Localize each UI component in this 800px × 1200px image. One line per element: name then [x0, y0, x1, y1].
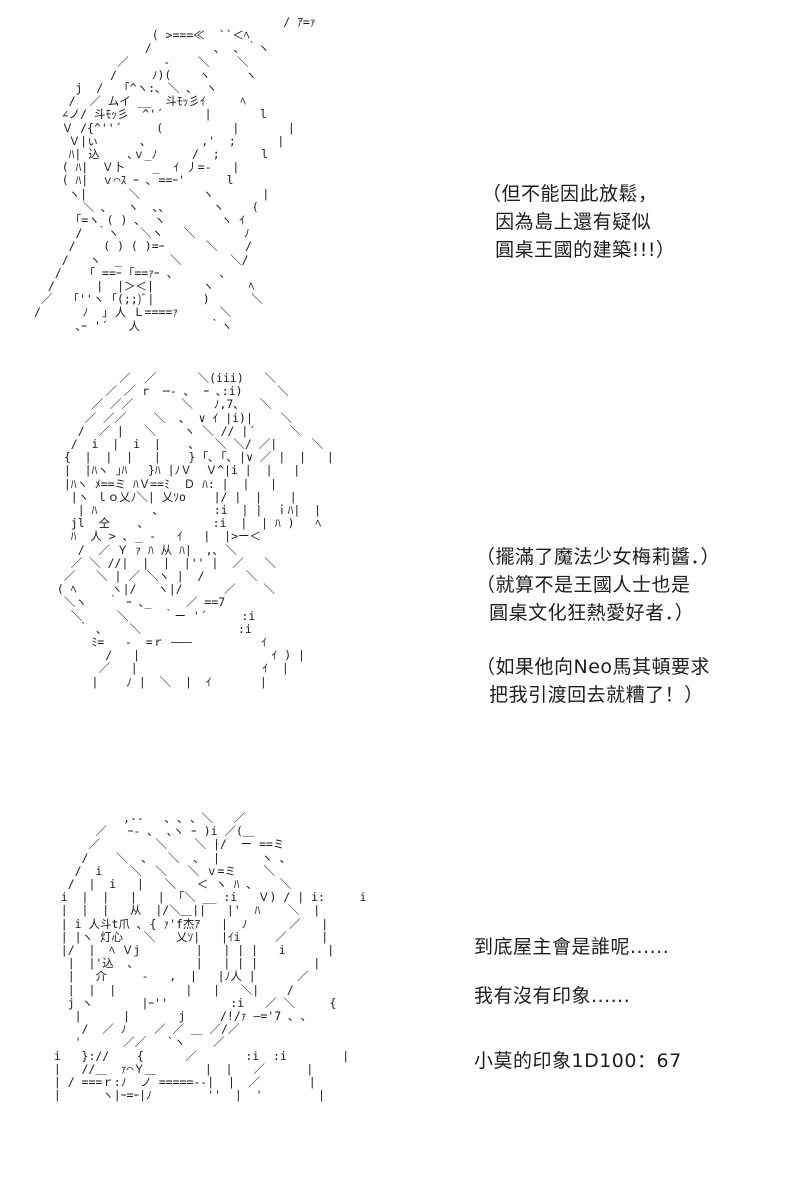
dialogue-line-4: 到底屋主會是誰呢......: [474, 936, 670, 958]
dialogue-inner-thought-1: （但不能因此放鬆， 因為島上還有疑似 圓桌王國的建築!!!）: [482, 183, 676, 261]
ascii-art-character-middle: ／ ／ ＼(iii) ＼ ／ ／ r ─- ､ ｰ ､:i) ＼ ／ ／／ ＼ …: [56, 371, 334, 689]
dialogue-line-5: 我有沒有印象......: [474, 985, 631, 1007]
ascii-art-character-top: / ｱ=ｧ ( >===≪ ``＜ﾍ / ､ ､ ｀ヽ ／ ‐ ＼ ＼ / ﾉ)…: [34, 15, 316, 333]
dialogue-dice-roll: 小莫的印象1D100：67: [474, 1050, 682, 1072]
ascii-art-character-bottom: ,-‐ ､ ､ 、＼ ／ ／ ｰ- ､ ､ヽ ｰ )i ／(＿ ／ ＼ ＼ |/…: [53, 811, 367, 1103]
dialogue-inner-thought-2: （擺滿了魔法少女梅莉醬．） （就算不是王國人士也是 圓桌文化狂熱愛好者．）: [476, 546, 721, 624]
dialogue-inner-thought-3: （如果他向Neo馬其頓要求 把我引渡回去就糟了！）: [476, 656, 711, 706]
